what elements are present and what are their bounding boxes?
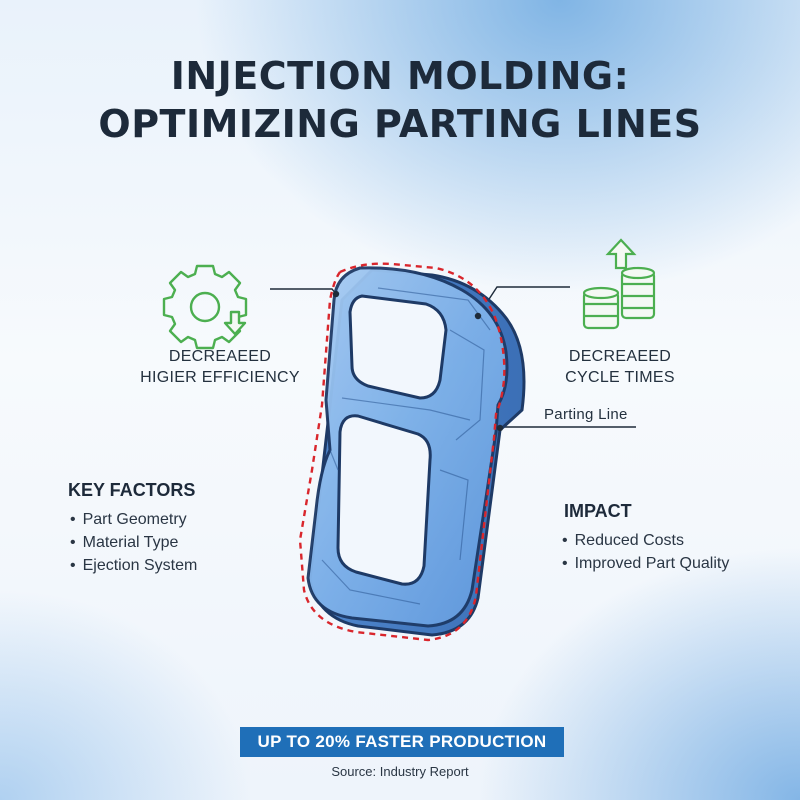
key-factors-list: Part Geometry Material Type Ejection Sys… — [70, 508, 198, 577]
coin-stack-right — [620, 266, 656, 320]
gear-down-arrow-icon — [162, 264, 248, 350]
list-item: Material Type — [70, 531, 197, 554]
part-bevel-lines — [321, 287, 491, 605]
impact-list: Reduced Costs Improved Part Quality — [562, 529, 730, 575]
gear-outline — [162, 264, 248, 350]
list-item: Reduced Costs — [562, 529, 729, 552]
parting-line-label: Parting Line — [544, 406, 628, 423]
coin-stack-up-arrow-icon — [582, 238, 656, 330]
parting-line-dashed — [298, 262, 506, 642]
up-arrow — [605, 238, 637, 270]
source-note: Source: Industry Report — [331, 764, 469, 779]
key-factors-heading: KEY FACTORS — [68, 480, 196, 500]
production-banner: UP TO 20% FASTER PRODUCTION — [240, 727, 564, 757]
down-arrow — [223, 310, 247, 336]
leader-line-left — [270, 288, 337, 295]
parting-marker-left — [332, 290, 340, 298]
list-item: Improved Part Quality — [562, 552, 730, 575]
impact-heading: IMPACT — [564, 501, 632, 521]
page-title: INJECTION MOLDING: OPTIMIZING PARTING LI… — [0, 52, 800, 148]
part-top-window — [348, 294, 448, 400]
coin-stack-left — [582, 286, 620, 330]
callout-left-line2: HIGIER EFFICIENCY — [140, 369, 300, 386]
gear-hub — [189, 291, 221, 323]
callout-left: DECREAEED HIGIER EFFICIENCY — [130, 346, 310, 388]
parting-marker-right — [474, 312, 482, 320]
title-line-2: OPTIMIZING PARTING LINES — [98, 102, 702, 146]
callout-left-line1: DECREAEED — [168, 348, 272, 365]
parting-marker-edge — [496, 424, 504, 432]
part-bottom-window — [336, 414, 432, 586]
list-item: Ejection System — [70, 554, 198, 577]
callout-right-line2: CYCLE TIMES — [565, 369, 675, 386]
title-line-1: INJECTION MOLDING: — [170, 54, 630, 98]
list-item: Part Geometry — [70, 508, 197, 531]
callout-right: DECREAEED CYCLE TIMES — [550, 346, 690, 388]
molded-part — [306, 266, 526, 637]
callout-right-line1: DECREAEED — [568, 348, 672, 365]
